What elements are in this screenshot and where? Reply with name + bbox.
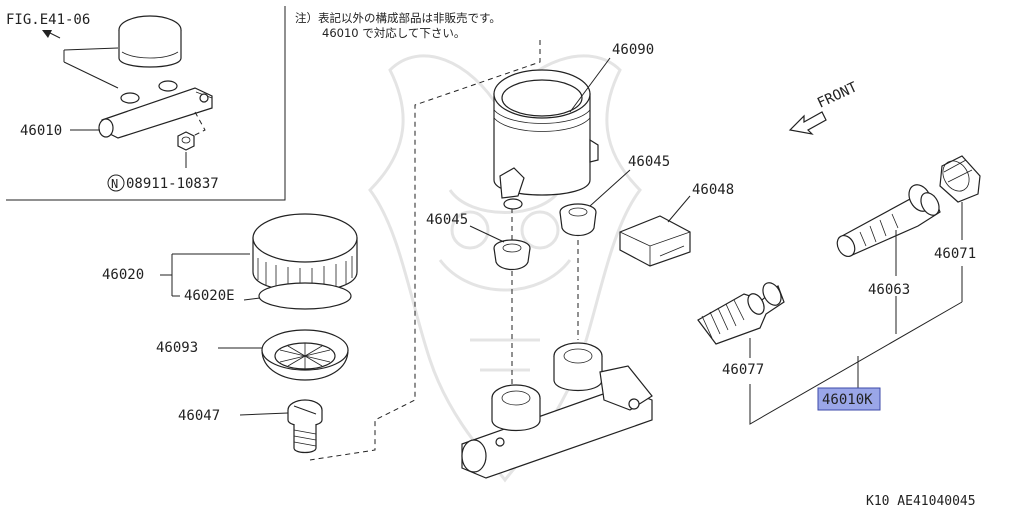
reservoir-group: 46090 46045 46045 46048 [309,40,734,479]
repair-kit-highlight[interactable] [817,387,881,411]
screw-label[interactable]: 46047 [178,408,220,424]
cap-part[interactable] [252,213,358,293]
front-direction-indicator: FRONT [788,79,860,135]
note-line-2: 46010 で対応して下さい。 [322,26,465,40]
repair-kit-label[interactable]: 46010K [822,392,873,408]
cap-group: 46020 46020E 46093 46047 [102,213,358,454]
reservoir-label[interactable]: 46090 [612,42,654,58]
fig-ref-label[interactable]: FIG.E41-06 [6,12,90,28]
cap-label[interactable]: 46020 [102,267,144,283]
diagram-code: K10 AE41040045 [866,494,976,509]
secondary-piston-part[interactable] [834,181,943,260]
grommet-left-label[interactable]: 46045 [426,212,468,228]
strainer-part[interactable] [261,329,349,381]
repair-kit-group: 46071 46063 46077 46010K [697,155,981,425]
spring-label[interactable]: 46077 [722,362,764,378]
cap-gasket-part[interactable] [258,282,352,310]
arrow-icon [42,30,52,38]
grommet-left-part[interactable] [493,239,531,271]
reservoir-tank-part[interactable] [493,69,599,210]
inset-panel: FIG.E41-06 46010 N 08911-10837 [6,6,286,201]
piston-cup-label[interactable]: 46071 [934,246,976,262]
nut-circle-icon [107,174,125,192]
inset-master-cylinder [98,15,213,139]
cap-gasket-label[interactable]: 46020E [184,288,235,304]
svg-text:N: N [111,177,118,191]
front-label: FRONT [815,79,860,112]
strainer-label[interactable]: 46093 [156,340,198,356]
master-cylinder-body [461,342,653,479]
nut-part-label[interactable]: 08911-10837 [126,176,219,192]
piston-cup-part[interactable] [938,155,981,203]
screw-part[interactable] [287,399,323,454]
spring-part[interactable] [697,280,785,345]
note-line-1: 注）表記以外の構成部品は非販売です。 [295,11,501,25]
inset-part-label[interactable]: 46010 [20,123,62,139]
sensor-plug-part[interactable] [619,215,691,267]
sensor-plug-label[interactable]: 46048 [692,182,734,198]
grommet-right-label[interactable]: 46045 [628,154,670,170]
secondary-piston-label[interactable]: 46063 [868,282,910,298]
grommet-right-part[interactable] [559,203,597,237]
nut-icon [177,131,195,151]
